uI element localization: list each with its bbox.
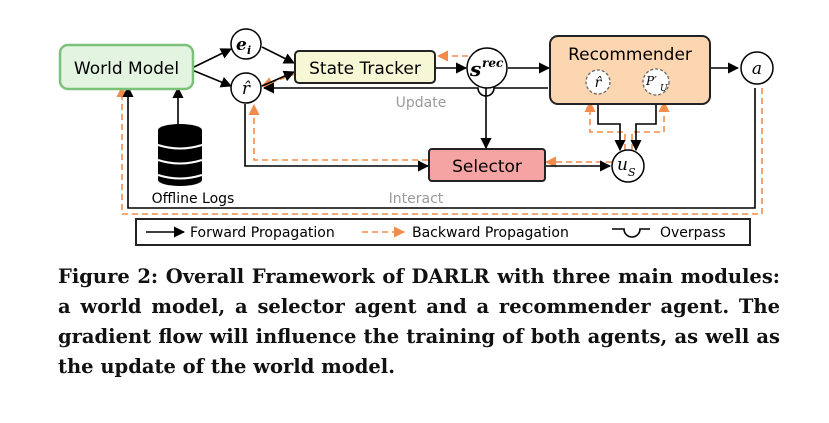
backward-edge-us-to-rec: [584, 100, 626, 150]
legend-overpass-swatch: [612, 228, 650, 238]
framework-diagram: World Model e i r̂ State Tracker s rec R…: [58, 28, 774, 246]
us-node: u S: [611, 149, 645, 183]
ei-sub: i: [247, 44, 251, 57]
backward-edge-interact: [116, 85, 763, 215]
recommender-node: Recommender r̂ P′ U: [549, 35, 711, 105]
update-label: Update: [396, 95, 447, 111]
legend-backward-label: Backward Propagation: [412, 225, 569, 241]
srec-base: s: [469, 57, 481, 81]
rhat-node: r̂: [230, 72, 262, 104]
a-label: a: [752, 59, 762, 79]
world-model-node: World Model: [58, 43, 195, 91]
edge-update: [262, 82, 548, 97]
rec-pu-sub: U: [660, 84, 668, 94]
edge-rhat-to-tracker: [261, 70, 296, 87]
rhat-label: r̂: [242, 79, 251, 99]
edge-wm-to-rhat: [191, 69, 233, 88]
edge-pu-to-us: [630, 95, 657, 152]
edge-interact: [122, 85, 756, 209]
database-icon: [157, 124, 203, 186]
srec-node: s rec: [466, 47, 508, 89]
edge-ei-to-tracker: [261, 46, 296, 64]
interact-label: Interact: [389, 191, 444, 207]
edge-rhat-rec-to-us: [597, 95, 626, 152]
rec-pu-base: P′: [645, 74, 657, 88]
state-tracker-node: State Tracker: [294, 50, 436, 84]
edge-wm-to-ei: [191, 48, 233, 69]
edge-rhat-to-selector: [244, 104, 430, 172]
rec-rhat-label: r̂: [595, 75, 603, 91]
ei-base: e: [236, 35, 247, 55]
legend-overpass-label: Overpass: [660, 225, 726, 241]
state-tracker-label: State Tracker: [309, 59, 421, 79]
offline-logs-label: Offline Logs: [152, 191, 235, 207]
figure-caption: Figure 2: Overall Framework of DARLR wit…: [58, 265, 780, 378]
selector-label: Selector: [452, 157, 522, 177]
forward-edges: [122, 46, 756, 209]
backward-edge-selector-to-rhat: [248, 103, 428, 161]
backward-edge-us-to-pu: [631, 100, 670, 150]
ei-node: e i: [230, 28, 262, 60]
legend-forward-label: Forward Propagation: [190, 225, 335, 241]
recommender-label: Recommender: [568, 45, 692, 65]
legend: Forward Propagation Backward Propagation…: [135, 218, 751, 246]
us-base: u: [617, 155, 628, 175]
selector-node: Selector: [428, 148, 546, 182]
srec-sup: rec: [482, 56, 504, 70]
us-sub: S: [628, 166, 636, 179]
a-node: a: [740, 51, 774, 85]
world-model-label: World Model: [74, 59, 179, 79]
